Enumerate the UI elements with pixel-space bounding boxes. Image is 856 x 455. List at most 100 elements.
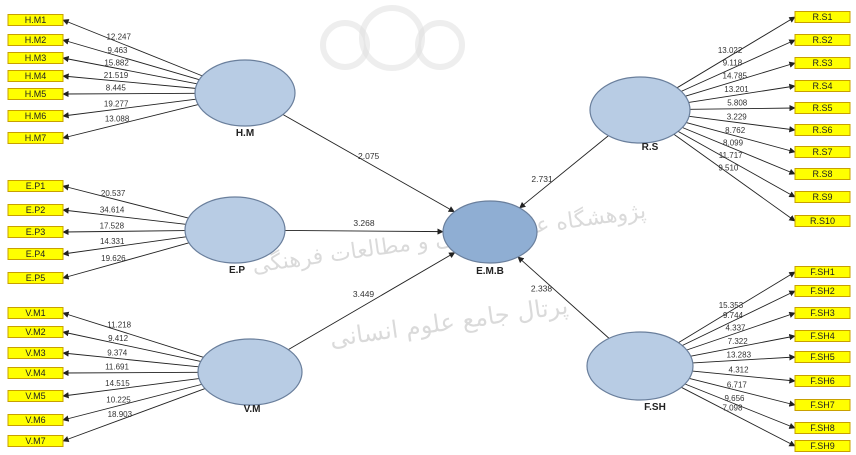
loading-arrow bbox=[62, 369, 199, 377]
loading-arrow bbox=[62, 55, 198, 85]
loading-arrow bbox=[62, 73, 196, 89]
loading-value: 4.337 bbox=[725, 323, 746, 332]
indicator-box-f-sh9 bbox=[794, 440, 851, 452]
indicator-label: F.SH5 bbox=[810, 352, 835, 362]
loading-value: 9.118 bbox=[723, 58, 743, 67]
indicator-label: E.P4 bbox=[26, 249, 46, 259]
indicator-box-f-sh8 bbox=[794, 422, 851, 434]
loading-arrow bbox=[689, 377, 796, 407]
indicator-label: F.SH1 bbox=[810, 267, 835, 277]
indicator-box-e-p1 bbox=[7, 180, 64, 192]
indicator-label: V.M7 bbox=[25, 436, 45, 446]
construct-node-emb bbox=[442, 200, 538, 264]
indicator-box-f-sh4 bbox=[794, 330, 851, 342]
loading-arrow bbox=[689, 115, 796, 133]
loading-value: 8.099 bbox=[723, 138, 744, 147]
loading-arrow bbox=[62, 242, 190, 280]
loading-value: 9.510 bbox=[718, 163, 739, 172]
loading-arrow bbox=[62, 311, 204, 358]
indicator-label: H.M3 bbox=[25, 53, 47, 63]
loading-arrow bbox=[689, 104, 796, 112]
loading-value: 6.717 bbox=[727, 380, 748, 389]
loading-value: 9.374 bbox=[107, 349, 128, 358]
indicator-label: E.P5 bbox=[26, 273, 46, 283]
indicator-box-h-m1 bbox=[7, 14, 64, 26]
loading-value: 10.225 bbox=[106, 396, 131, 405]
loading-arrow bbox=[676, 16, 796, 89]
loading-arrow bbox=[62, 383, 202, 422]
construct-node-hm bbox=[194, 59, 296, 127]
indicator-box-r-s3 bbox=[794, 57, 851, 69]
loading-arrow bbox=[682, 290, 796, 346]
loading-arrow bbox=[62, 378, 200, 399]
loading-arrow bbox=[62, 19, 203, 77]
loading-value: 7.098 bbox=[722, 404, 743, 413]
loading-value: 9.463 bbox=[107, 46, 128, 55]
loading-value: 14.331 bbox=[100, 237, 125, 246]
loading-value: 9.412 bbox=[108, 334, 129, 343]
path-arrow-hm-to-emb bbox=[282, 114, 455, 213]
indicator-label: R.S5 bbox=[812, 103, 832, 113]
indicator-label: H.M4 bbox=[25, 71, 47, 81]
indicator-box-e-p4 bbox=[7, 248, 64, 260]
loading-arrow bbox=[682, 127, 796, 175]
construct-node-ep bbox=[184, 196, 286, 264]
loading-value: 13.088 bbox=[105, 115, 130, 124]
loading-arrow bbox=[62, 236, 187, 257]
loading-arrow bbox=[62, 388, 206, 442]
loading-arrow bbox=[62, 350, 199, 368]
indicator-label: H.M2 bbox=[25, 35, 47, 45]
path-arrow-ep-to-emb bbox=[284, 228, 444, 235]
indicator-label: E.P3 bbox=[26, 227, 46, 237]
loading-value: 8.445 bbox=[106, 84, 127, 93]
loading-value: 18.903 bbox=[108, 410, 133, 419]
loading-arrow bbox=[62, 330, 201, 362]
construct-label: F.SH bbox=[644, 402, 666, 413]
loading-value: 14.785 bbox=[723, 71, 748, 80]
path-coefficient: 3.449 bbox=[353, 289, 375, 299]
indicator-box-h-m4 bbox=[7, 70, 64, 82]
indicator-box-e-p3 bbox=[7, 226, 64, 238]
loading-arrow bbox=[692, 370, 796, 384]
indicator-label: H.M5 bbox=[25, 89, 47, 99]
indicator-box-h-m2 bbox=[7, 34, 64, 46]
indicator-label: F.SH3 bbox=[810, 308, 835, 318]
loading-value: 13.022 bbox=[718, 46, 743, 55]
loading-arrow bbox=[690, 333, 796, 357]
indicator-box-f-sh2 bbox=[794, 285, 851, 297]
loading-arrow bbox=[678, 271, 796, 344]
loading-arrow bbox=[685, 61, 796, 97]
indicator-box-f-sh5 bbox=[794, 351, 851, 363]
loading-arrow bbox=[686, 122, 796, 154]
loading-arrow bbox=[673, 133, 796, 222]
path-coefficient: 2.075 bbox=[358, 151, 380, 161]
indicator-label: R.S4 bbox=[812, 81, 832, 91]
indicator-box-v-m1 bbox=[7, 307, 64, 319]
indicator-box-v-m3 bbox=[7, 347, 64, 359]
path-arrow-fsh-to-emb bbox=[517, 256, 610, 339]
loading-arrow bbox=[62, 104, 199, 140]
indicator-box-h-m5 bbox=[7, 88, 64, 100]
loading-value: 11.717 bbox=[719, 151, 743, 160]
indicator-box-r-s9 bbox=[794, 191, 851, 203]
loading-value: 4.312 bbox=[729, 366, 750, 375]
indicator-label: F.SH8 bbox=[810, 423, 835, 433]
indicator-box-f-sh7 bbox=[794, 399, 851, 411]
indicator-label: F.SH4 bbox=[810, 331, 835, 341]
indicator-box-f-sh1 bbox=[794, 266, 851, 278]
loading-value: 13.201 bbox=[724, 85, 749, 94]
loading-value: 19.277 bbox=[104, 99, 129, 108]
loading-arrow bbox=[62, 90, 196, 98]
loading-value: 11.218 bbox=[107, 321, 131, 330]
indicator-box-r-s6 bbox=[794, 124, 851, 136]
indicator-label: V.M3 bbox=[25, 348, 45, 358]
loading-value: 9.744 bbox=[723, 311, 744, 320]
loading-value: 8.762 bbox=[725, 126, 746, 135]
loading-arrow bbox=[681, 39, 796, 92]
loading-value: 3.229 bbox=[727, 112, 748, 121]
indicator-label: R.S2 bbox=[812, 35, 832, 45]
construct-node-rs bbox=[589, 76, 691, 144]
indicator-box-v-m2 bbox=[7, 326, 64, 338]
